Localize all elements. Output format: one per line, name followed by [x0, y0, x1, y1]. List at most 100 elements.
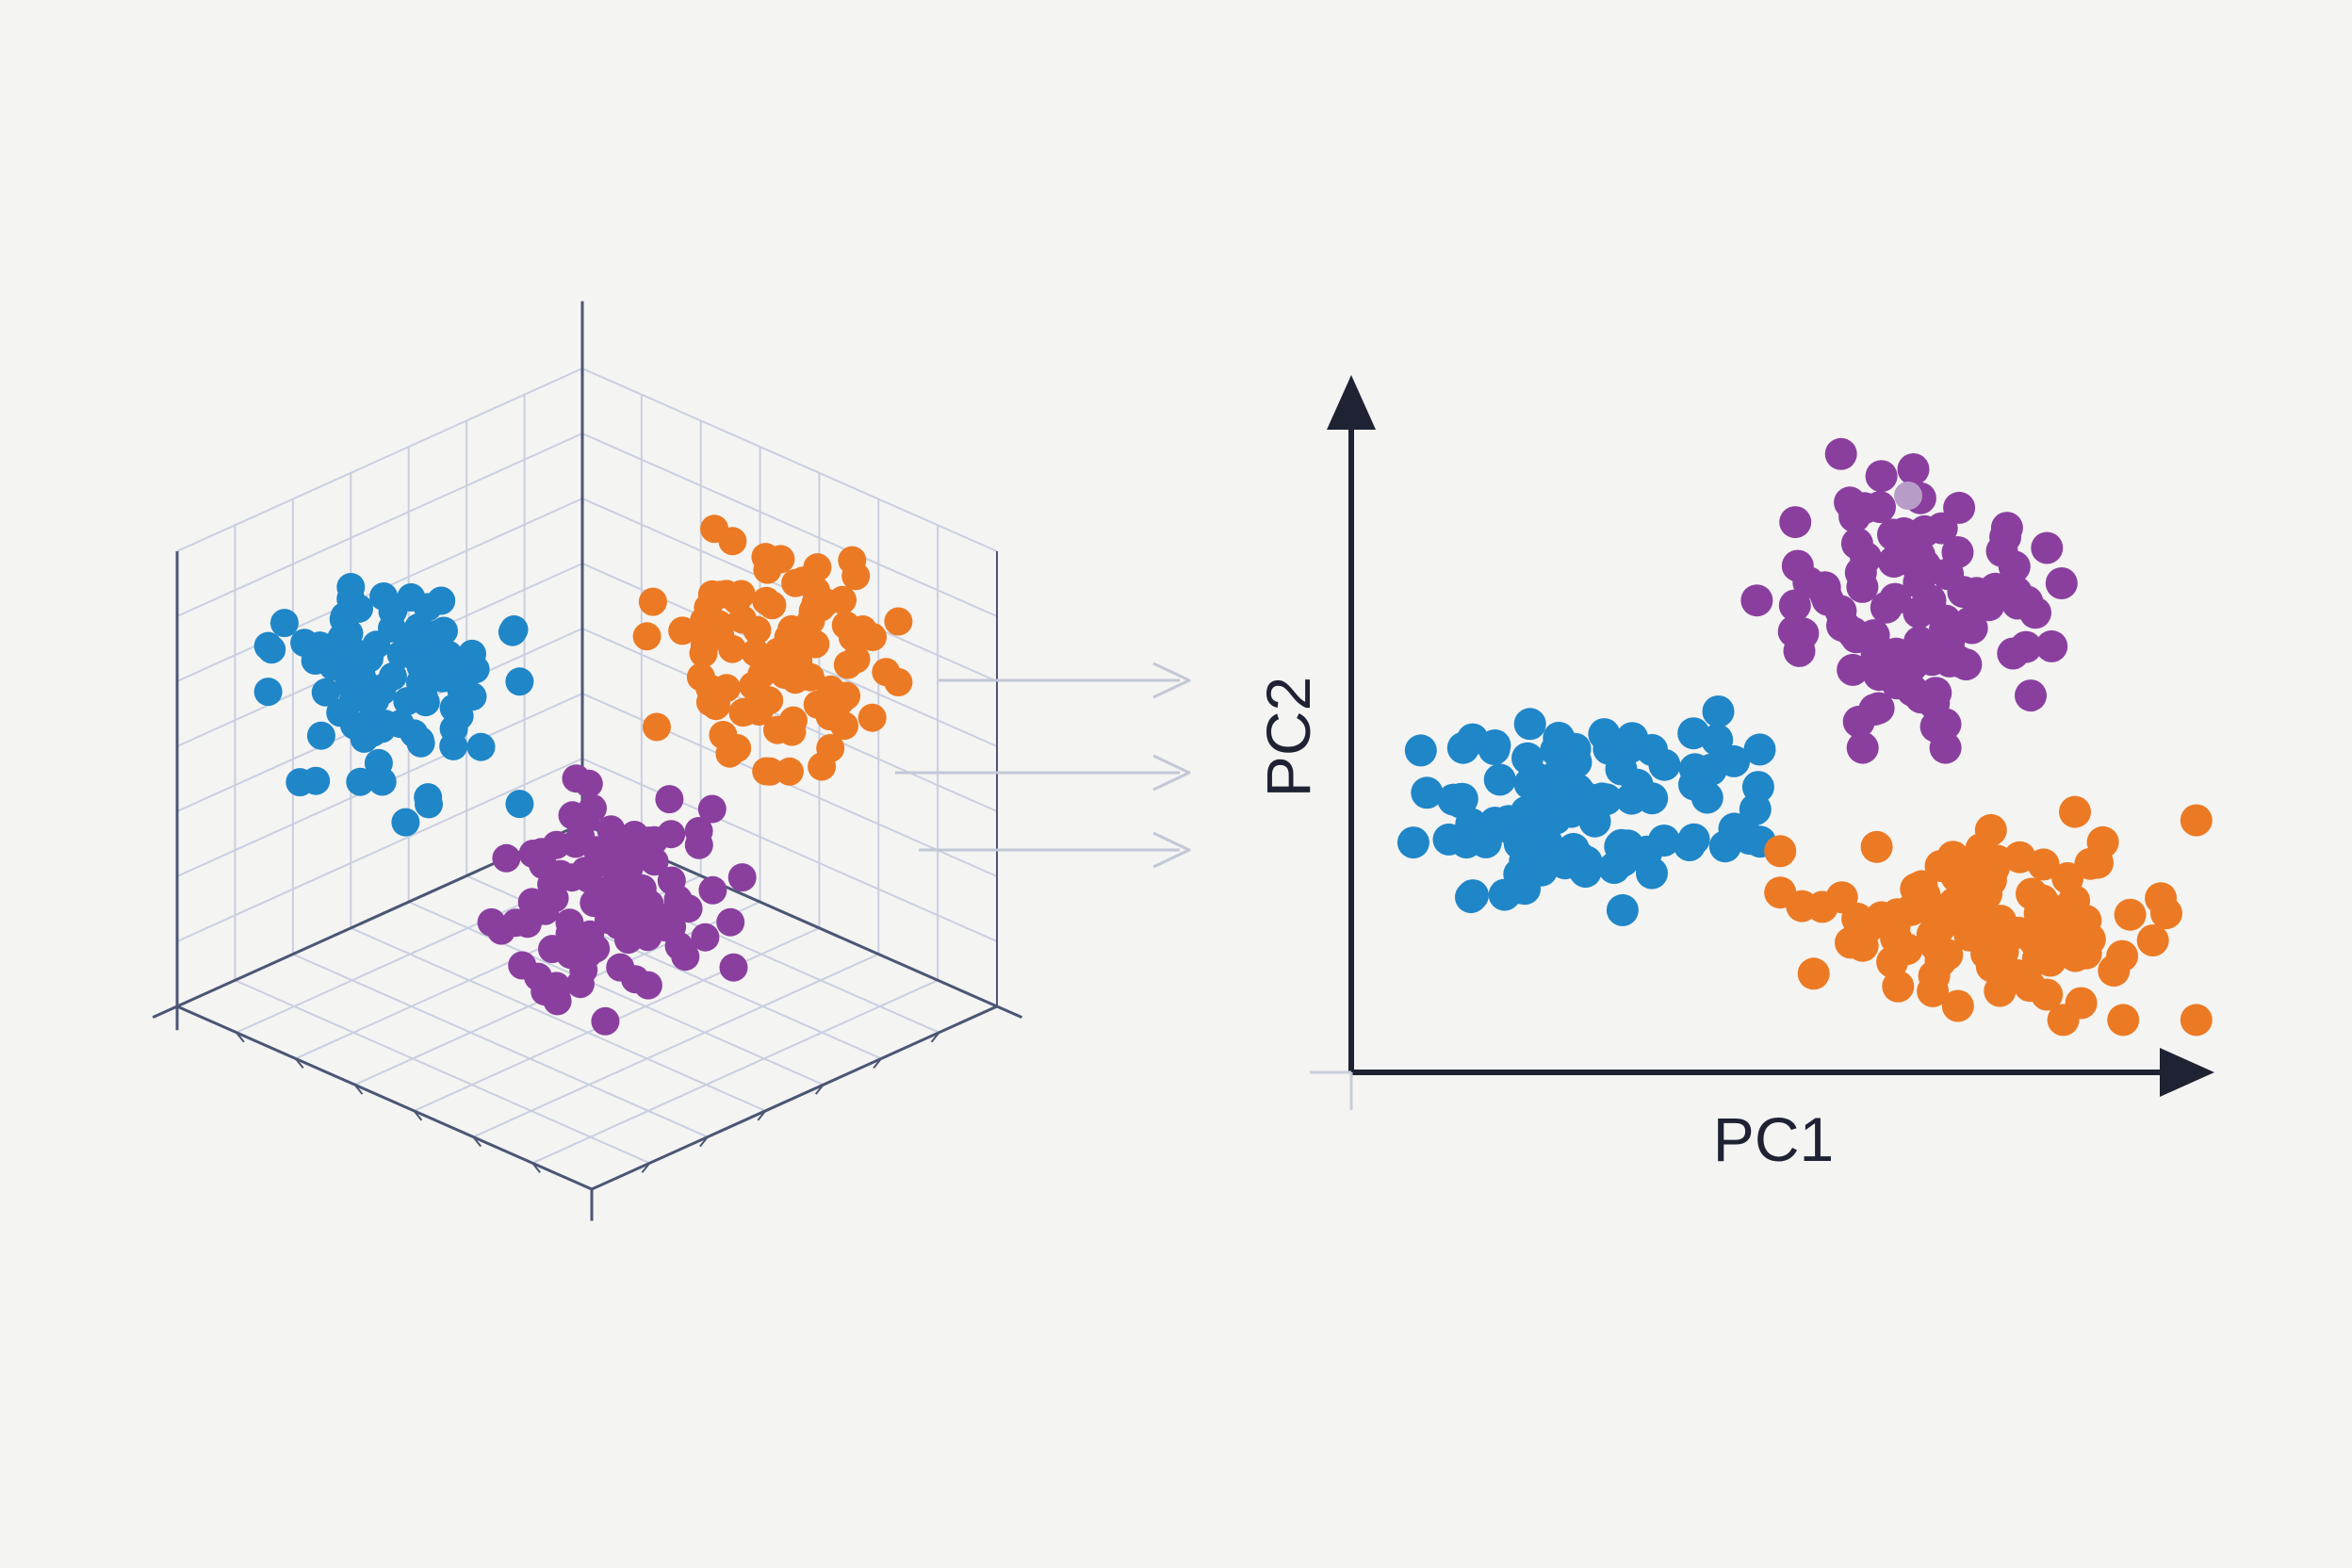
data-point [2180, 804, 2213, 837]
data-point [2031, 531, 2064, 564]
data-point [565, 970, 595, 999]
data-point [756, 757, 785, 786]
data-point [1764, 876, 1797, 909]
x-axis-label: PC1 [1713, 1104, 1834, 1174]
data-point [1606, 893, 1639, 926]
data-point [1636, 733, 1669, 766]
data-point [643, 712, 671, 742]
data-point [747, 660, 776, 689]
y-axis-label: PC2 [1253, 677, 1323, 797]
data-point [2106, 939, 2139, 972]
grid-line [581, 368, 998, 552]
data-point [405, 726, 434, 755]
data-point [2136, 924, 2169, 956]
data-point [1838, 500, 1871, 533]
pca-2d-plot: PC1 PC2 [1253, 375, 2214, 1174]
data-point [1805, 890, 1838, 923]
data-point [270, 609, 299, 638]
axis-tick [236, 1032, 245, 1043]
axis-tick [472, 1135, 482, 1148]
data-point [477, 907, 506, 937]
data-point [1865, 460, 1898, 493]
data-point [1846, 731, 1879, 764]
data-point [306, 721, 335, 750]
axis-tick [413, 1110, 423, 1121]
data-point [684, 830, 713, 859]
data-point [2180, 1004, 2213, 1037]
data-point [664, 932, 694, 960]
data-point [727, 863, 757, 892]
data-point [807, 593, 836, 622]
data-point [803, 553, 832, 582]
data-point [458, 682, 487, 711]
data-point [1445, 786, 1477, 819]
data-point [841, 562, 871, 591]
data-point [606, 953, 635, 982]
axis-tick [930, 1032, 940, 1043]
data-point [1989, 520, 2022, 553]
data-point [558, 801, 587, 830]
data-point [1933, 645, 1966, 678]
cube-cluster-points [253, 514, 913, 1036]
faded-data-point [1894, 482, 1922, 510]
data-point [466, 732, 496, 761]
data-point [311, 678, 340, 707]
data-point [2002, 916, 2035, 949]
data-point [1864, 491, 1896, 524]
data-point [415, 790, 443, 819]
data-point [1929, 613, 1961, 646]
data-point [2031, 978, 2064, 1011]
data-point [743, 615, 772, 645]
data-point [290, 629, 319, 658]
data-point [597, 833, 626, 862]
data-point [723, 734, 752, 762]
data-point [706, 620, 735, 649]
data-point [604, 911, 633, 939]
data-point [1953, 606, 1986, 639]
data-point [1621, 768, 1654, 801]
data-point [1778, 589, 1811, 622]
data-point [1488, 878, 1521, 911]
data-point [628, 893, 657, 923]
data-point [340, 710, 369, 740]
data-point [1863, 659, 1896, 692]
grid-line [581, 433, 998, 617]
axis-tick [699, 1135, 709, 1148]
data-point [1526, 854, 1558, 887]
axis-tick [641, 1162, 651, 1173]
data-point [391, 808, 420, 837]
data-point [1929, 731, 1962, 764]
projection-arrow-head [1152, 754, 1191, 792]
data-point [1860, 830, 1893, 863]
data-point [368, 767, 397, 796]
data-point [1852, 910, 1885, 943]
data-point [816, 734, 845, 762]
axis-tick [757, 1110, 767, 1121]
data-point [1826, 609, 1858, 642]
data-point [763, 637, 792, 666]
data-point [1690, 781, 1723, 814]
data-point [1432, 823, 1465, 856]
data-point [1446, 731, 1479, 764]
grid-line [350, 926, 766, 1112]
data-point [439, 649, 468, 678]
y-axis-arrowhead [1327, 375, 1376, 430]
data-point [1511, 742, 1544, 775]
data-point [1777, 615, 1810, 648]
data-point [1677, 717, 1710, 750]
data-point [1900, 873, 1933, 906]
data-point [712, 674, 741, 703]
data-point [529, 850, 558, 879]
data-point [1739, 792, 1772, 825]
data-point [1396, 826, 1429, 859]
data-point [492, 843, 521, 873]
grid-line [176, 433, 583, 617]
data-point [1929, 708, 1962, 741]
data-point [1897, 453, 1930, 485]
data-point [841, 645, 871, 674]
data-point [1824, 437, 1857, 470]
grid-line [235, 979, 650, 1165]
data-point [698, 875, 727, 905]
data-point [796, 662, 825, 692]
data-point [1984, 974, 2017, 1007]
